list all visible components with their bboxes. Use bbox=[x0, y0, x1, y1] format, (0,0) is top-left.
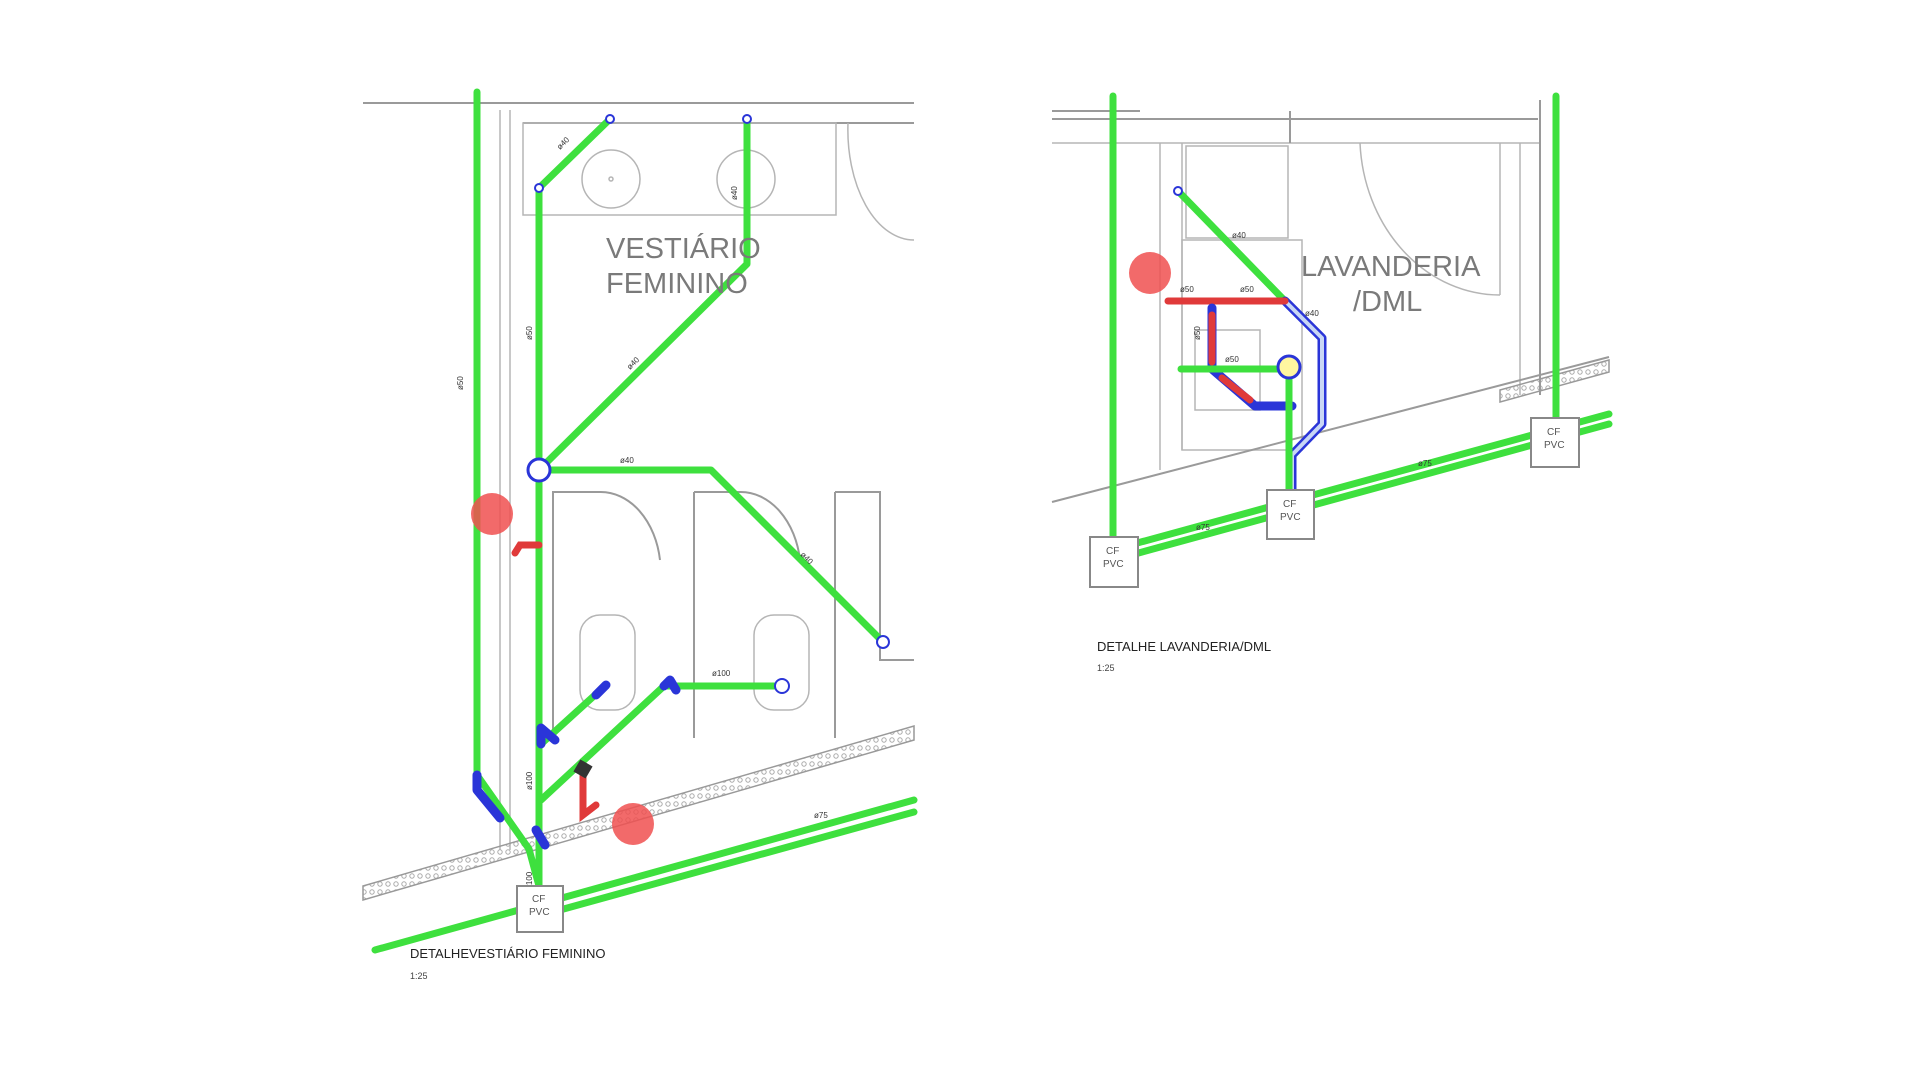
detail-scale: 1:25 bbox=[1097, 663, 1115, 673]
pipe-label: ø75 bbox=[1196, 523, 1210, 532]
detail-title: DETALHEVESTIÁRIO FEMININO bbox=[410, 946, 606, 961]
cf-pvc-box: CF PVC bbox=[1266, 489, 1315, 540]
cf-pvc-box: CF PVC bbox=[1530, 417, 1580, 468]
annotation-bubble bbox=[471, 493, 513, 535]
pipe-label: ø50 bbox=[525, 326, 534, 340]
pipe-label: ø100 bbox=[525, 771, 534, 790]
pipe-label: ø75 bbox=[814, 811, 828, 820]
pipe-label: ø40 bbox=[730, 186, 739, 200]
pipes bbox=[1109, 92, 1613, 564]
box-label: PVC bbox=[1103, 559, 1124, 570]
box-label: CF bbox=[532, 894, 545, 905]
pipe-label: ø50 bbox=[1240, 285, 1254, 294]
room-name: LAVANDERIA bbox=[1301, 251, 1481, 283]
room-name: /DML bbox=[1353, 286, 1422, 318]
detail-scale: 1:25 bbox=[410, 971, 428, 981]
room-name: VESTIÁRIO bbox=[606, 232, 761, 265]
pipe-label: ø100 bbox=[712, 669, 731, 678]
cf-pvc-box: CF PVC bbox=[516, 885, 564, 933]
pipe-label: ø50 bbox=[456, 376, 465, 390]
cf-pvc-box: CF PVC bbox=[1089, 536, 1139, 588]
box-label: CF bbox=[1106, 546, 1119, 557]
box-label: CF bbox=[1547, 427, 1560, 438]
pipe-label: ø40 bbox=[620, 456, 634, 465]
left-detail-vestiario: ø40 ø40 ø50 ø40 ø40 ø40 ø100 ø100 ø75 ø5… bbox=[362, 88, 918, 981]
walls bbox=[362, 102, 915, 901]
walls bbox=[1051, 100, 1610, 503]
pipe-label: ø50 bbox=[1225, 355, 1239, 364]
box-label: PVC bbox=[529, 907, 550, 918]
box-label: PVC bbox=[1544, 440, 1565, 451]
detail-title: DETALHE LAVANDERIA/DML bbox=[1097, 639, 1271, 654]
pipe-label: ø75 bbox=[1418, 459, 1432, 468]
pipe-label: ø50 bbox=[1180, 285, 1194, 294]
right-detail-lavanderia: ø40 ø50 ø50 ø50 ø40 ø50 ø75 ø75 LAVANDER… bbox=[1051, 92, 1613, 673]
pipe-label: ø40 bbox=[1305, 309, 1319, 318]
pipe-label: ø40 bbox=[555, 135, 572, 152]
box-label: PVC bbox=[1280, 512, 1301, 523]
pipe-labels: ø40 ø50 ø50 ø50 ø40 ø50 ø75 ø75 bbox=[1180, 231, 1432, 532]
pipe-label: ø40 bbox=[1232, 231, 1246, 240]
room-name: FEMININO bbox=[606, 268, 748, 300]
pipes bbox=[371, 88, 918, 954]
annotation-bubble bbox=[612, 803, 654, 845]
pipe-label: ø100 bbox=[525, 871, 534, 890]
annotation-bubble bbox=[1129, 252, 1171, 294]
pipe-label: ø50 bbox=[1193, 326, 1202, 340]
box-label: CF bbox=[1283, 499, 1296, 510]
